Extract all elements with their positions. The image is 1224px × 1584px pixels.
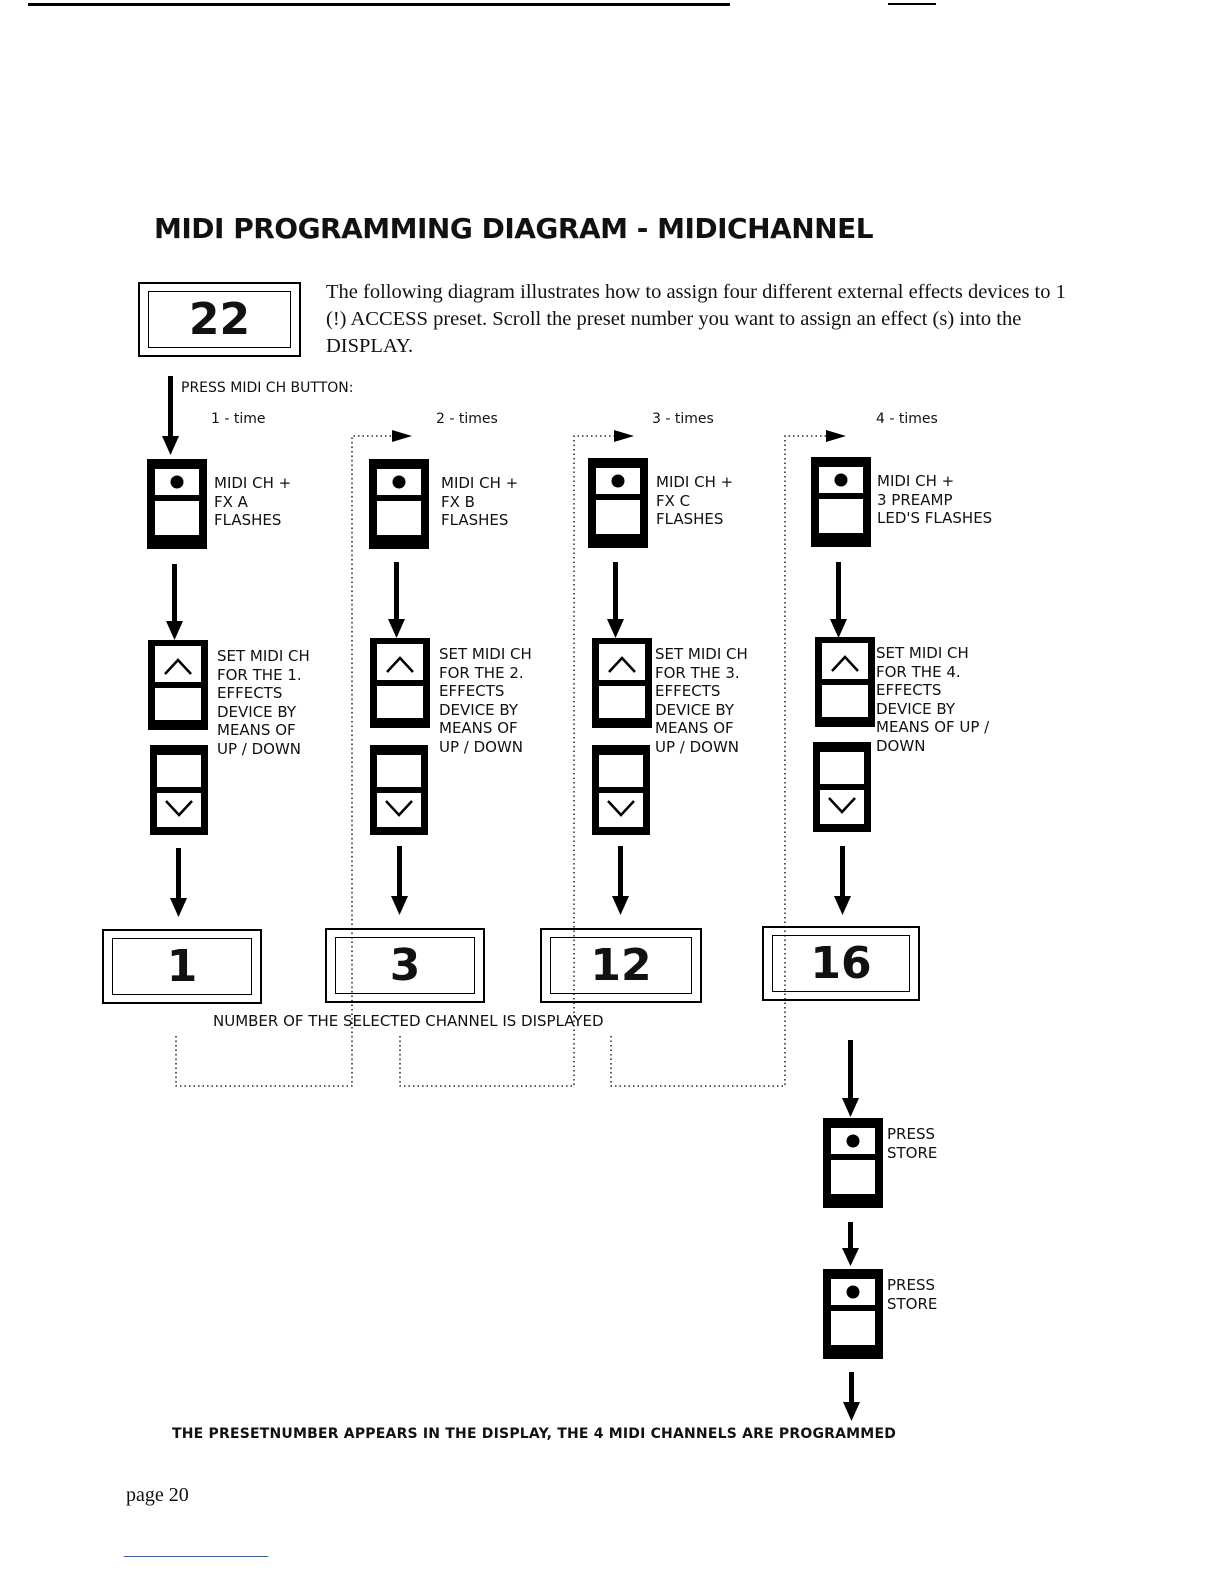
times-label-1: 1 - time — [211, 411, 266, 427]
up-button-4 — [813, 635, 877, 729]
midi-ch-button-4 — [811, 457, 871, 547]
page-title: MIDI PROGRAMMING DIAGRAM - MIDICHANNEL — [154, 212, 874, 245]
preset-display: 22 — [138, 282, 301, 357]
channel-display-4: 16 — [762, 926, 920, 1001]
press-midi-ch-label: PRESS MIDI CH BUTTON: — [181, 380, 354, 396]
up-button-1 — [146, 638, 210, 732]
times-label-2: 2 - times — [436, 411, 498, 427]
up-button-3 — [590, 636, 654, 730]
store-button-1 — [823, 1118, 883, 1208]
down-button-4 — [811, 740, 873, 834]
down-button-3 — [590, 743, 652, 837]
bottom-rule — [124, 1556, 268, 1557]
intro-paragraph: The following diagram illustrates how to… — [326, 281, 1066, 357]
channel-display-1: 1 — [102, 929, 262, 1004]
times-label-3: 3 - times — [652, 411, 714, 427]
down-arrow-preset — [162, 376, 179, 455]
channel-display-3: 12 — [540, 928, 702, 1003]
page-number: page 20 — [126, 1484, 189, 1506]
top-rule-short — [888, 3, 936, 5]
preset-number: 22 — [148, 291, 291, 348]
midi-ch-button-1 — [147, 459, 207, 549]
footer-note: THE PRESETNUMBER APPEARS IN THE DISPLAY,… — [172, 1426, 897, 1442]
down-button-1 — [148, 743, 210, 837]
midi-ch-button-3 — [588, 458, 648, 548]
down-button-2 — [368, 743, 430, 837]
times-label-4: 4 - times — [876, 411, 938, 427]
up-button-2 — [368, 636, 432, 730]
store-button-2 — [823, 1269, 883, 1359]
top-rule — [28, 3, 730, 6]
channel-caption: NUMBER OF THE SELECTED CHANNEL IS DISPLA… — [213, 1012, 604, 1030]
midi-ch-button-2 — [369, 459, 429, 549]
